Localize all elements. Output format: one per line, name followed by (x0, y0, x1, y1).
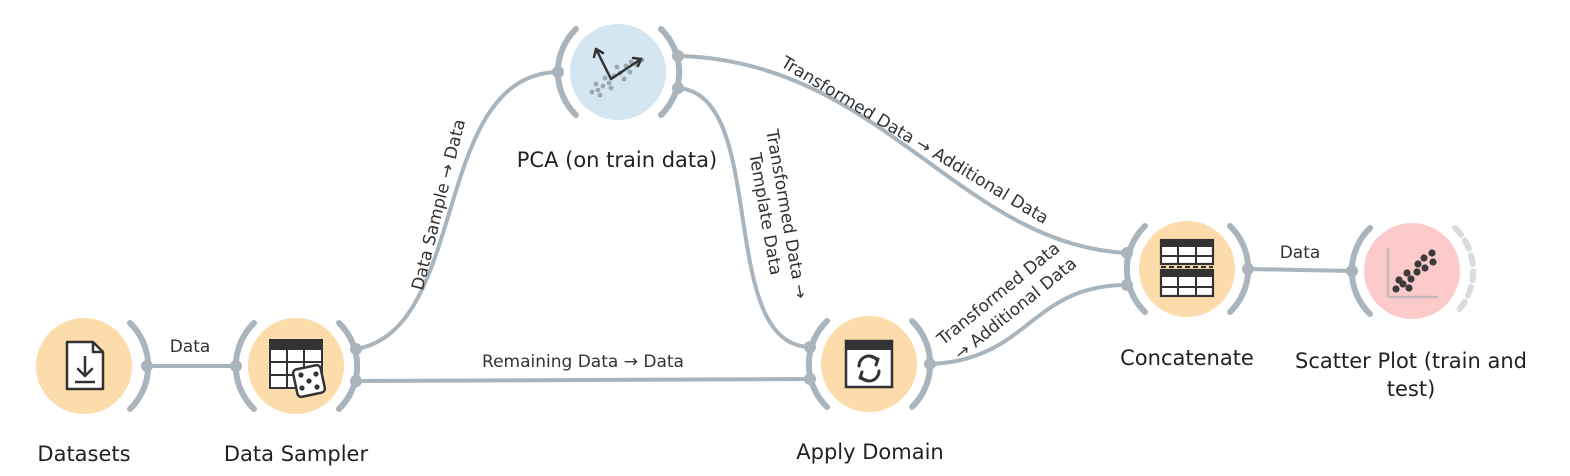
node-pca-output-port-2[interactable] (672, 82, 684, 94)
table-dice-icon (269, 339, 327, 399)
node-apply-domain-output-port[interactable] (924, 358, 936, 370)
node-apply-domain[interactable]: Apply Domain (796, 316, 944, 464)
link-label-sampler-to-apply: Remaining Data → Data (482, 352, 684, 372)
node-scatter-plot-circle[interactable] (1364, 223, 1460, 319)
node-pca[interactable]: PCA (on train data) (517, 24, 717, 172)
refresh-window-icon (844, 339, 894, 389)
node-pca-input-port[interactable] (552, 66, 564, 78)
node-concatenate-input-port-2[interactable] (1121, 279, 1133, 291)
node-apply-domain-input-port-1[interactable] (804, 341, 816, 353)
node-data-sampler-label: Data Sampler (224, 442, 369, 466)
node-concatenate-input-port-1[interactable] (1121, 247, 1133, 259)
node-scatter-plot-label-line2: test) (1387, 377, 1436, 401)
link-label-sampler-to-pca: Data Sample → Data (408, 117, 470, 292)
node-data-sampler-output-port-1[interactable] (350, 343, 362, 355)
node-apply-domain-input-arc (805, 318, 830, 410)
concatenate-table-icon (1159, 238, 1215, 298)
node-pca-output-arc (658, 26, 683, 118)
node-scatter-plot-output-arc-dashed (1452, 225, 1477, 317)
link-concat-to-scatter[interactable] (1246, 267, 1354, 273)
node-data-sampler[interactable]: Data Sampler (224, 318, 369, 466)
node-data-sampler-output-port-2[interactable] (350, 375, 362, 387)
node-scatter-plot-input-port[interactable] (1346, 265, 1358, 277)
node-datasets-output-port[interactable] (141, 360, 153, 372)
node-scatter-plot-label-line1: Scatter Plot (train and (1295, 349, 1527, 373)
node-pca-label: PCA (on train data) (517, 148, 717, 172)
node-data-sampler-input-port[interactable] (230, 360, 242, 372)
node-scatter-plot[interactable]: Scatter Plot (train and test) (1295, 223, 1527, 401)
node-datasets-label: Datasets (37, 442, 130, 466)
node-apply-domain-input-port-2[interactable] (804, 373, 816, 385)
node-datasets[interactable]: Datasets (36, 318, 153, 466)
link-label-pca-to-concat: Transformed Data → Additional Data (776, 52, 1051, 228)
file-download-icon (65, 340, 105, 391)
link-pca-to-concat[interactable] (676, 54, 1129, 255)
link-apply-to-concat[interactable] (928, 283, 1129, 366)
pca-scatter-icon (589, 47, 645, 98)
node-concatenate-output-port[interactable] (1242, 263, 1254, 275)
link-sampler-to-apply[interactable] (354, 377, 812, 383)
scatter-plot-icon (1386, 248, 1438, 299)
node-concatenate-input-arc (1123, 223, 1148, 315)
link-pca-to-apply[interactable] (676, 86, 812, 349)
link-sampler-to-pca[interactable] (354, 70, 560, 351)
node-data-sampler-output-arc (336, 320, 361, 412)
node-pca-output-port-1[interactable] (672, 50, 684, 62)
link-label-datasets-to-sampler: Data (170, 337, 211, 357)
node-concatenate[interactable]: Concatenate (1120, 221, 1254, 370)
node-concatenate-label: Concatenate (1120, 346, 1254, 370)
node-apply-domain-label: Apply Domain (796, 440, 943, 464)
link-label-concat-to-scatter: Data (1280, 243, 1321, 263)
